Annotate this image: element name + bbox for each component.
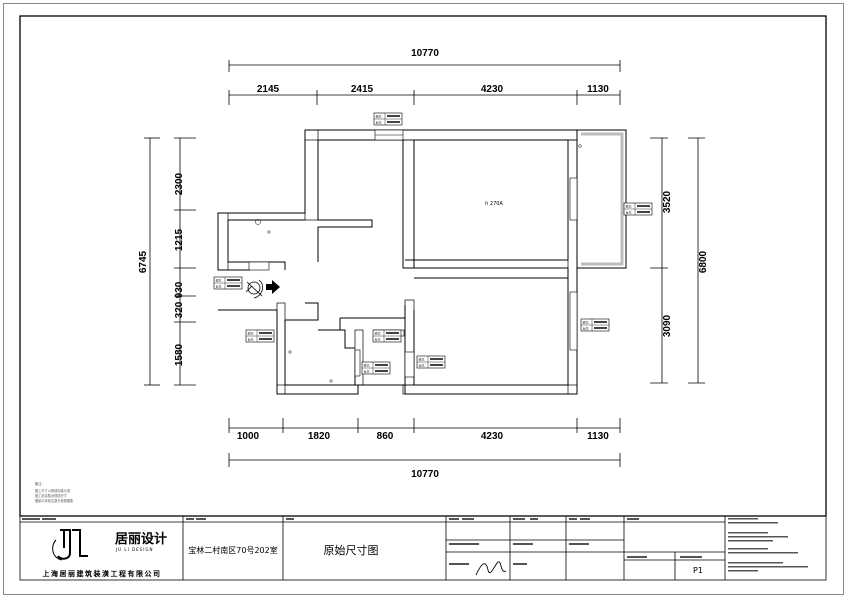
- page-number: P1: [693, 566, 703, 575]
- tag-label-top: 梁高: [248, 331, 254, 336]
- dim-top-seg-2: 2415: [351, 84, 374, 95]
- dim-bottom-seg-5: 1130: [587, 431, 609, 442]
- dim-bottom-seg-3: 860: [377, 431, 394, 442]
- dim-right-overall: 6800: [698, 250, 709, 273]
- dim-bottom-seg-1: 1000: [237, 431, 260, 442]
- tag-label-top: 梁高: [583, 320, 589, 325]
- dim-top-seg-1: 2145: [257, 84, 280, 95]
- tag-label-top: 梁高: [364, 363, 370, 368]
- fixtures: [255, 219, 333, 383]
- height-tag: 梁高 台高: [580, 318, 610, 332]
- wall-fill-lines: [217, 129, 578, 395]
- height-tag: 梁高 台高: [416, 355, 446, 369]
- dim-right-seg-1: 3520: [662, 190, 673, 213]
- sheet-border-outer: [3, 3, 844, 595]
- company-name: 上海居丽建筑装潢工程有限公司: [43, 569, 162, 578]
- title-block: [19, 515, 827, 581]
- tag-label-bottom: 台高: [216, 284, 222, 289]
- dim-left-seg-4: 320: [174, 301, 185, 318]
- note-line: 备注：: [35, 481, 45, 486]
- company-logo: [52, 529, 88, 561]
- logo-english: JU LI DESIGN: [115, 547, 153, 552]
- dim-top-seg-3: 4230: [481, 84, 504, 95]
- note-line: 图上尺寸以现场测量为准: [35, 488, 71, 493]
- height-tag: 梁高 台高: [623, 202, 653, 216]
- height-tag: 梁高 台高: [361, 361, 391, 375]
- dim-left-seg-5: 1580: [174, 343, 185, 366]
- dim-left-seg-1: 2300: [174, 172, 185, 195]
- tag-label-bottom: 台高: [626, 210, 632, 215]
- note-line: 图纸中未标注部分参照图集: [35, 498, 74, 503]
- tag-label-top: 梁高: [419, 357, 425, 362]
- entry-door-icon: [245, 279, 264, 299]
- dim-top-overall: 10770: [411, 48, 439, 59]
- tag-label-top: 梁高: [376, 114, 382, 119]
- dim-right-seg-2: 3090: [662, 314, 673, 337]
- title-block-fill: [22, 518, 808, 572]
- dimension-right: [650, 137, 705, 384]
- floor-plan-walls: [217, 129, 578, 395]
- dim-bottom-seg-4: 4230: [481, 431, 504, 442]
- dim-left-seg-2: 1215: [174, 228, 185, 251]
- note-line: 施工前请核对现场尺寸: [35, 493, 68, 498]
- logo-chinese: 居丽设计: [115, 531, 167, 547]
- dimension-bottom: [228, 418, 621, 467]
- dim-left-overall: 6745: [138, 250, 149, 273]
- height-tag: 梁高 台高: [213, 276, 243, 290]
- dimension-top: [228, 60, 621, 105]
- dim-left-seg-3: 930: [174, 281, 185, 298]
- dim-top-seg-4: 1130: [587, 84, 609, 95]
- dimension-left: [144, 137, 196, 386]
- windows: [248, 129, 578, 378]
- tag-label-bottom: 台高: [375, 337, 381, 342]
- dim-bottom-overall: 10770: [411, 469, 439, 480]
- signature: [475, 561, 507, 576]
- dim-bottom-seg-2: 1820: [308, 431, 331, 442]
- height-tag: 梁高 台高: [372, 329, 402, 343]
- height-tag: 梁高 台高: [245, 329, 275, 343]
- entry-arrow-icon: [266, 280, 280, 294]
- drawing-title: 原始尺寸图: [324, 543, 379, 557]
- notes-block: 备注： 图上尺寸以现场测量为准 施工前请核对现场尺寸 图纸中未标注部分参照图集: [35, 481, 74, 503]
- tag-label-bottom: 台高: [419, 363, 425, 368]
- tag-label-top: 梁高: [216, 278, 222, 283]
- height-tag: 梁高 台高: [373, 112, 403, 126]
- tag-label-bottom: 台高: [364, 369, 370, 374]
- project-name: 宝林二村南区70号202室: [188, 545, 277, 555]
- balcony: [577, 129, 627, 269]
- tag-label-top: 梁高: [375, 331, 381, 336]
- tag-label-top: 梁高: [626, 204, 632, 209]
- room-label: h 270A: [485, 201, 503, 207]
- tag-label-bottom: 台高: [248, 337, 254, 342]
- tag-label-bottom: 台高: [583, 326, 589, 331]
- tag-label-bottom: 台高: [376, 120, 382, 125]
